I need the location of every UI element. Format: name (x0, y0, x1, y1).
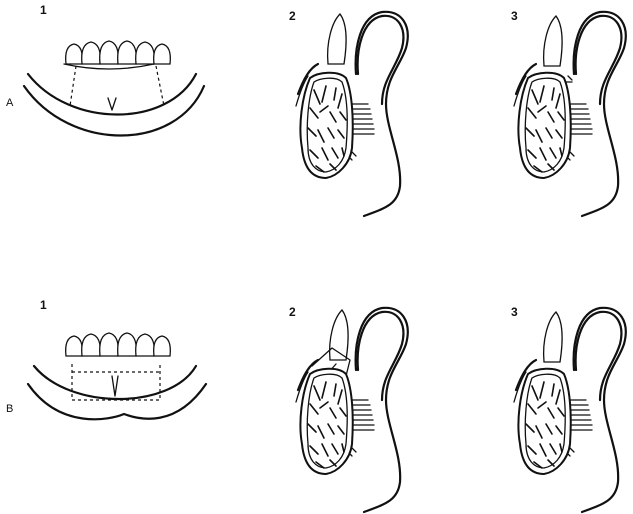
panel-b1-number: 1 (40, 298, 47, 312)
panel-a1-number: 1 (40, 3, 47, 17)
panel-a1-mandible (24, 41, 204, 136)
panel-b3-cross-section (514, 308, 626, 512)
panel-b1-mandible (28, 333, 206, 419)
gum-line (64, 64, 154, 69)
panel-a3-number: 3 (511, 9, 518, 23)
panel-a2-cross-section (296, 12, 408, 216)
panel-b2-number: 2 (289, 305, 296, 319)
panel-b3-number: 3 (511, 305, 518, 319)
panel-b2-cross-section (296, 308, 408, 512)
row-label-b: B (6, 403, 13, 415)
row-label-a: A (6, 97, 14, 109)
panel-a3-cross-section (514, 12, 626, 216)
panel-a2-number: 2 (289, 9, 296, 23)
